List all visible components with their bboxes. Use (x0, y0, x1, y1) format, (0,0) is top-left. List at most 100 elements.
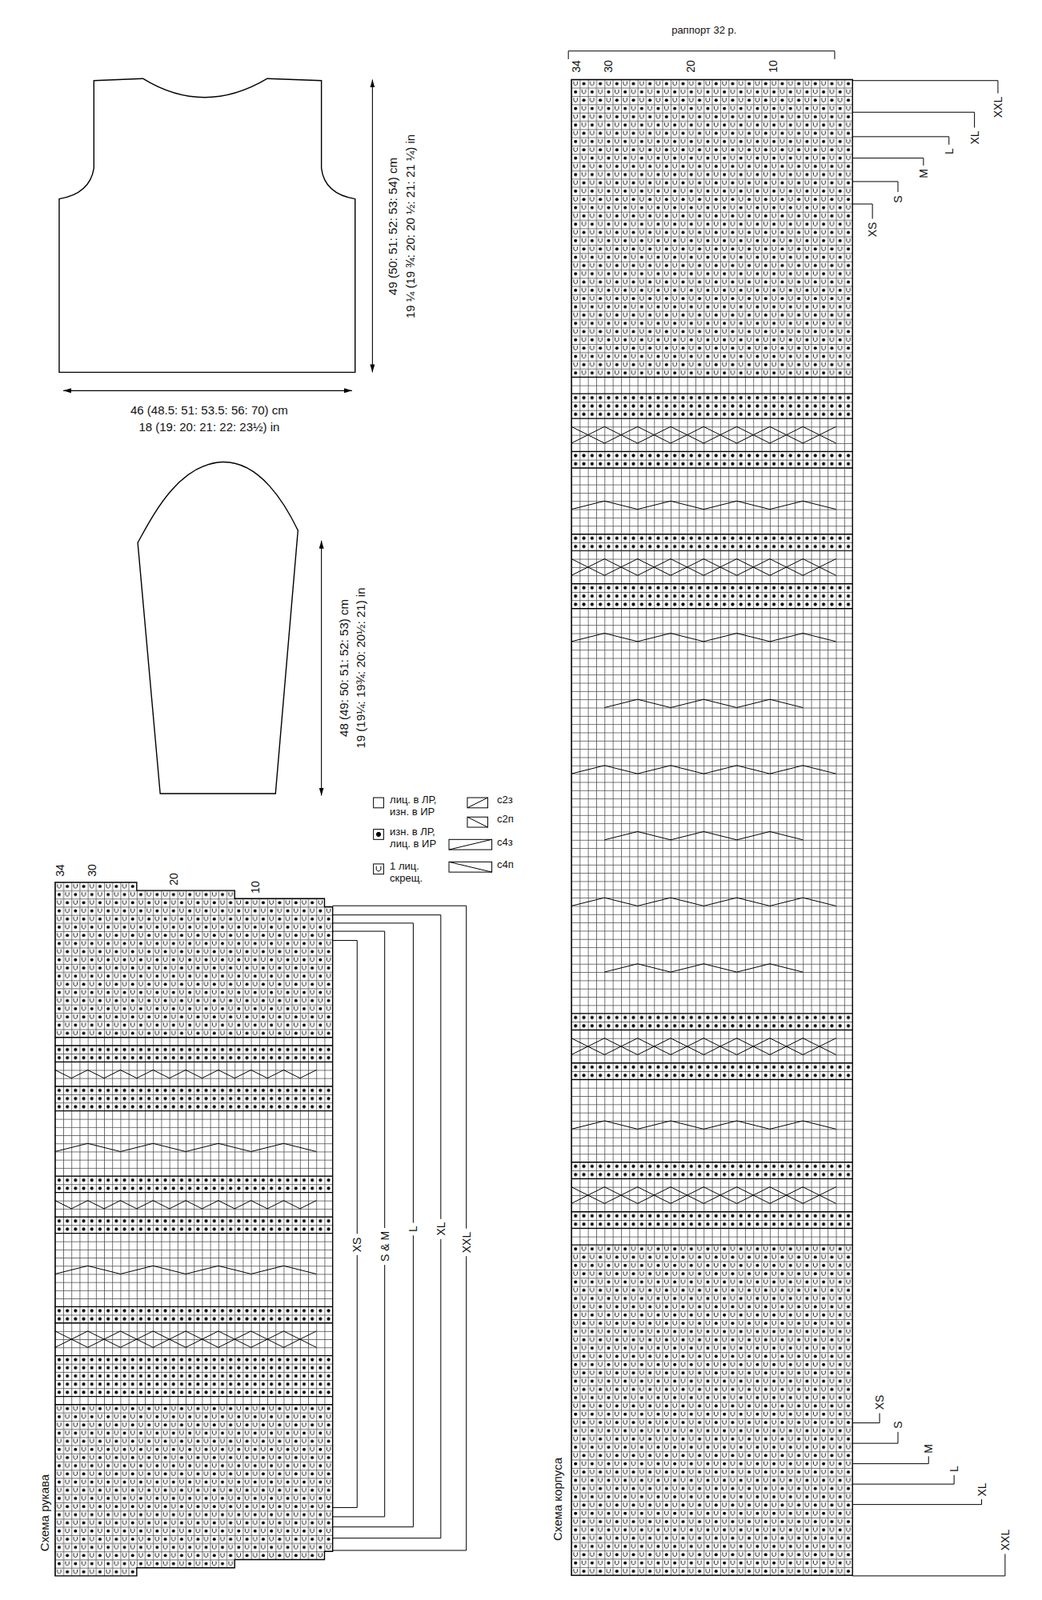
cable-cross-4 (637, 1121, 705, 1130)
dimension-text: 46 (48.5: 51: 53.5: 56: 70) cm (130, 403, 289, 417)
cable-cross-2 (769, 1187, 803, 1196)
cable-cross-2 (283, 1201, 317, 1210)
legend-text: с2з (496, 794, 513, 807)
cable-cross-2 (283, 1331, 317, 1340)
cable-cross-2 (571, 1187, 605, 1196)
cable-cross-2 (55, 1201, 89, 1210)
legend-text: 1 лиц. скрещ. (389, 861, 448, 886)
cable-cross-2 (737, 1187, 770, 1196)
cable-cross-2 (55, 1070, 89, 1079)
cable-cross-4 (251, 1143, 317, 1152)
size-label: XL (968, 131, 982, 145)
cable-cross-2 (283, 1070, 317, 1079)
chart-cells (55, 882, 333, 1577)
cable-cross-4 (185, 1266, 252, 1275)
size-label: M (921, 1444, 935, 1455)
cable-cross-2 (769, 567, 803, 576)
cable-symbols (55, 1070, 317, 1348)
cable-cross-2 (737, 426, 770, 435)
size-leader (852, 204, 873, 220)
size-leader (852, 1432, 898, 1444)
size-label: L (406, 1226, 420, 1233)
size-leader (332, 905, 467, 1230)
cable-cross-4 (120, 1266, 186, 1275)
cable-cross-2 (802, 435, 836, 444)
dimension-text: 18 (19: 20: 21: 22: 23½) in (138, 420, 280, 435)
section-border (571, 608, 853, 610)
cable-cross-2 (703, 426, 737, 435)
size-leader (852, 112, 974, 128)
cable-cross-2 (802, 1038, 836, 1047)
chart-title: Схема рукава (37, 1474, 52, 1552)
sleeve-chart (55, 881, 334, 1578)
size-label: S (891, 195, 905, 203)
section-border (571, 417, 853, 419)
cable-cross-2 (283, 1339, 317, 1348)
section-border (55, 1233, 333, 1235)
cable-cross-4 (637, 500, 705, 509)
cable-cross-2 (703, 435, 737, 444)
chart-section (571, 1162, 853, 1180)
cable-cross-4 (703, 897, 770, 906)
legend-box (373, 829, 385, 841)
cable-cross-4 (737, 699, 804, 708)
size-label: M (917, 168, 930, 179)
cable-cross-2 (637, 559, 671, 568)
cable-cross-2 (185, 1201, 219, 1210)
cable-cross-2 (185, 1331, 219, 1340)
section-border (55, 1216, 333, 1218)
section-border (571, 1013, 853, 1014)
legend-text: с4п (496, 859, 514, 872)
size-leader (852, 181, 898, 193)
size-leader (852, 136, 950, 145)
cable-cross-2 (604, 435, 638, 444)
cable-cross-2 (251, 1201, 285, 1210)
repeat-label: раппорт 32 р. (671, 24, 737, 37)
section-border (571, 1211, 853, 1213)
size-steps (136, 881, 333, 1578)
section-border (571, 1079, 853, 1081)
cable-cross-2 (670, 1046, 704, 1055)
size-leader (852, 158, 924, 166)
repeat-bracket (568, 51, 835, 60)
column-number: 34 (53, 864, 67, 878)
cable-cross-2 (737, 1195, 770, 1204)
size-leaders (332, 80, 1006, 1577)
cable-cross-4 (637, 765, 705, 774)
cable-cross-4 (637, 633, 705, 642)
legend-text: изн. в ЛР, лиц. в ИР (389, 826, 448, 851)
size-leader (332, 1265, 385, 1518)
cable-cross-2 (152, 1331, 186, 1340)
size-leader (332, 923, 414, 1224)
cable-cross-2 (737, 1046, 770, 1055)
cable-cross-2 (604, 1046, 638, 1055)
section-border (571, 1178, 853, 1180)
cable-cross-2 (703, 567, 737, 576)
chart-section (55, 1323, 333, 1357)
cable-cross-4 (769, 500, 837, 509)
cable-cross-2 (769, 559, 803, 568)
size-leader (852, 1456, 929, 1464)
chart-outline (55, 882, 333, 1577)
cable-cross-2 (637, 1046, 671, 1055)
chart-section (55, 1355, 333, 1397)
step-mask (136, 881, 236, 891)
size-label: S & M (378, 1231, 392, 1263)
cable-cross-2 (88, 1070, 121, 1079)
section-border (55, 1062, 333, 1063)
cable-cross-2 (185, 1339, 219, 1348)
cable-cross-2 (670, 1187, 704, 1196)
section-border (571, 550, 853, 552)
cable-cross-2 (571, 426, 605, 435)
chart-section (55, 1217, 333, 1234)
step-mask (136, 1568, 236, 1578)
dimension-text: 19 ¼ (19 ¾: 20: 20 ½: 21: 21 ¼) in (403, 134, 417, 319)
dimension-lines (63, 79, 373, 796)
cable-cross-2 (88, 1331, 121, 1340)
chart-section (55, 1396, 333, 1405)
cable-cross-2 (703, 559, 737, 568)
legend-box (373, 864, 385, 875)
section-border (571, 467, 853, 469)
cable-cross-2 (604, 559, 638, 568)
cable-cross-4 (637, 897, 705, 906)
